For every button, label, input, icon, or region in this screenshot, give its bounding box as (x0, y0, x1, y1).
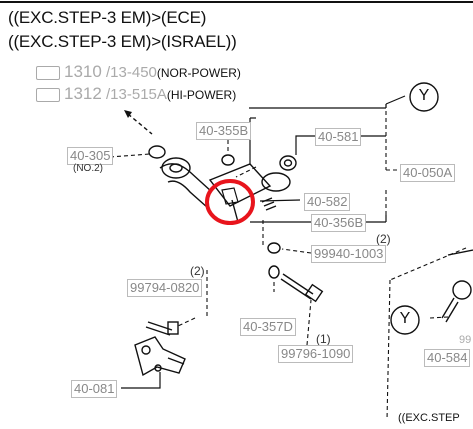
part-label-99-partial[interactable]: 99 (459, 334, 472, 346)
part-label-40-081[interactable]: 40-081 (71, 380, 118, 398)
part-label-40-050a[interactable]: 40-050A (400, 164, 456, 182)
bracket-40-081 (134, 336, 186, 377)
part-label-99796-1090[interactable]: 99796-1090 (278, 345, 354, 363)
qty-99940: (2) (376, 232, 391, 246)
part-label-40-305[interactable]: 40-305 (67, 147, 114, 165)
part-label-40-584[interactable]: 40-584 (424, 349, 471, 367)
pointing-hand-icon (36, 88, 60, 103)
header-ece: ((EXC.STEP-3 EM)>(ECE) (8, 8, 207, 27)
ref-hi-power[interactable]: 1312 /13-515A(HI-POWER) (36, 84, 236, 104)
part-label-40-357d[interactable]: 40-357D (240, 318, 296, 336)
footer-partial-label: ((EXC.STEP (398, 412, 460, 424)
callout-circle-y-right (390, 305, 420, 335)
part-sublabel-no2: (NO.2) (73, 163, 103, 174)
callout-y-top[interactable]: Y (418, 87, 430, 104)
exhaust-pipe (159, 157, 291, 223)
callout-y-right[interactable]: Y (399, 310, 411, 327)
part-label-99940-1003[interactable]: 99940-1003 (311, 245, 387, 263)
qty-99796: (1) (316, 332, 331, 346)
part-label-40-355b[interactable]: 40-355B (196, 122, 252, 140)
part-label-99794-0820[interactable]: 99794-0820 (127, 279, 203, 297)
leader-lines (109, 104, 467, 421)
gasket-40-305 (148, 145, 166, 159)
ref-nor-power[interactable]: 1310 /13-450(NOR-POWER) (36, 62, 241, 82)
pointing-hand-icon (36, 66, 60, 81)
header-israel: ((EXC.STEP-3 EM)>(ISRAEL)) (8, 32, 237, 51)
callout-circle-y-top (409, 82, 439, 112)
part-label-40-356b[interactable]: 40-356B (311, 214, 367, 232)
part-label-40-581[interactable]: 40-581 (315, 128, 362, 146)
ring-40-581 (279, 155, 297, 171)
bolt-99796-1090 (280, 273, 324, 303)
bolt-99794-0820 (145, 321, 179, 336)
right-assembly (441, 249, 473, 323)
highlight-circle (205, 179, 255, 225)
part-label-40-582[interactable]: 40-582 (304, 193, 351, 211)
qty-99794: (2) (190, 264, 205, 278)
nut-40-355b (221, 154, 235, 166)
